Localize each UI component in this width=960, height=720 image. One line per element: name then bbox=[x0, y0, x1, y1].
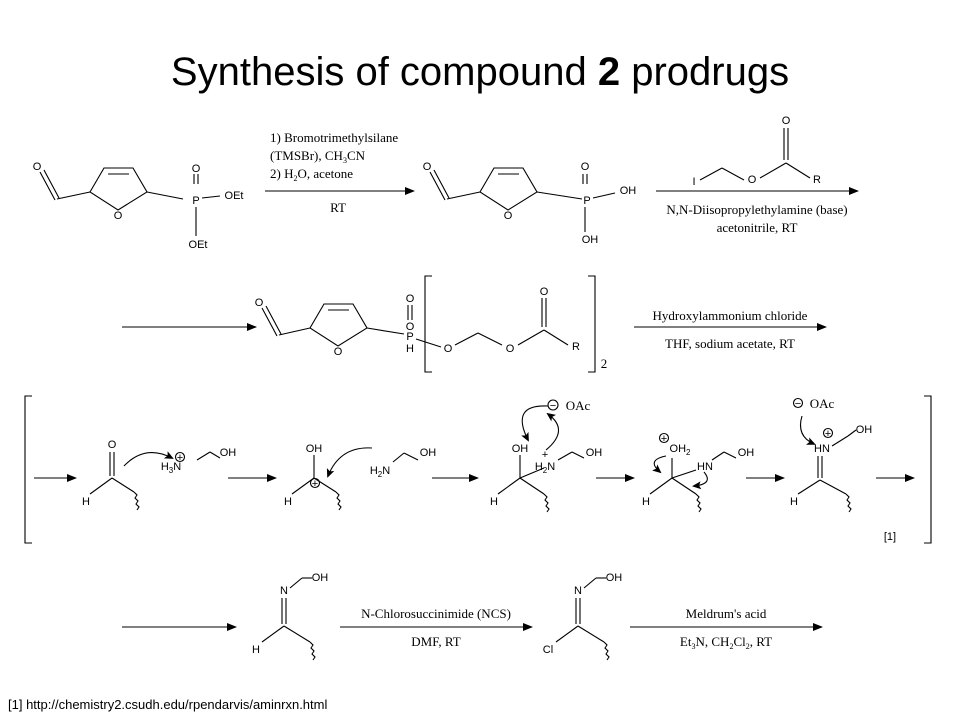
molecule-hydroximoyl-chloride bbox=[555, 577, 610, 661]
atom-label: R bbox=[813, 174, 821, 186]
atom-charge: − bbox=[550, 400, 556, 412]
title-suffix: prodrugs bbox=[620, 50, 790, 94]
reference-tag: [1] bbox=[884, 531, 896, 543]
atom-charge: + bbox=[661, 433, 667, 445]
atom-label: H bbox=[82, 496, 90, 508]
atom-label: O bbox=[581, 161, 590, 173]
atom-label: P bbox=[406, 331, 413, 343]
molecule-diethyl-furylphosphonate bbox=[39, 167, 221, 236]
atom-label: H bbox=[642, 496, 650, 508]
atom-label: O bbox=[748, 174, 757, 186]
atom-label: HN bbox=[697, 461, 713, 473]
atom-label: OH bbox=[220, 447, 237, 459]
atom-charge: − bbox=[795, 398, 801, 410]
molecule-oxime bbox=[261, 577, 316, 661]
footnote-citation: [1] http://chemistry2.csudh.edu/rpendarv… bbox=[8, 697, 328, 712]
atom-label: OEt bbox=[225, 190, 244, 202]
atom-label: H bbox=[284, 496, 292, 508]
title-prefix: Synthesis of compound bbox=[170, 50, 598, 94]
atom-label: O bbox=[406, 293, 415, 305]
molecule-bis-ester-prodrug bbox=[261, 275, 596, 373]
species-carbinolamine bbox=[497, 399, 585, 513]
atom-label: HN bbox=[814, 443, 830, 455]
atom-label: H bbox=[790, 496, 798, 508]
atom-label: P bbox=[192, 195, 199, 207]
atom-label: O bbox=[423, 161, 432, 173]
step2-solvent: acetonitrile, RT bbox=[717, 220, 798, 235]
atom-label: OH bbox=[512, 443, 529, 455]
atom-charge: + bbox=[542, 449, 548, 461]
atom-label: O bbox=[114, 210, 123, 222]
atom-charge: + bbox=[177, 452, 183, 464]
atom-label: OH2 bbox=[670, 443, 692, 457]
bracket-subscript: 2 bbox=[601, 356, 608, 371]
atom-label: O bbox=[506, 343, 515, 355]
atom-label: OEt bbox=[189, 239, 208, 251]
atom-label: H bbox=[406, 343, 414, 355]
step1-reagent-line3: 2) H2O, acetone bbox=[270, 166, 353, 183]
species-aldehyde-hydroxylammonium bbox=[89, 451, 221, 511]
step1-reagent-line2: (TMSBr), CH3CN bbox=[270, 148, 366, 165]
atom-label: O bbox=[334, 346, 343, 358]
step1-reagent-line1: 1) Bromotrimethylsilane bbox=[270, 130, 398, 145]
step5-condition: Et3N, CH2Cl2, RT bbox=[680, 634, 772, 651]
species-iminium bbox=[792, 397, 857, 513]
atom-label: O bbox=[406, 321, 415, 333]
atom-label: R bbox=[572, 341, 580, 353]
atom-label: OH bbox=[606, 572, 623, 584]
atom-label: OH bbox=[738, 447, 755, 459]
atom-label: O bbox=[108, 439, 117, 451]
atom-label: OH bbox=[582, 234, 599, 246]
atom-label: I bbox=[692, 176, 695, 188]
atom-charge: + bbox=[825, 428, 831, 440]
atom-label: H2N bbox=[535, 461, 555, 475]
atom-label: O bbox=[540, 286, 549, 298]
atom-label: OH bbox=[620, 185, 637, 197]
atom-label: H bbox=[490, 496, 498, 508]
atom-label: O bbox=[192, 163, 201, 175]
atom-label: O bbox=[255, 297, 264, 309]
atom-label: O bbox=[782, 115, 791, 127]
molecule-furylphosphonic-acid bbox=[429, 167, 616, 232]
step1-condition: RT bbox=[330, 200, 346, 215]
atom-label: H2N bbox=[370, 465, 390, 479]
step2-base: N,N-Diisopropylethylamine (base) bbox=[666, 202, 847, 217]
species-oxocarbenium-hydroxylamine bbox=[291, 447, 419, 511]
atom-label: OH bbox=[312, 572, 329, 584]
acetate-label: OAc bbox=[566, 398, 591, 413]
atom-charge: + bbox=[312, 478, 318, 490]
atom-label: OH bbox=[420, 447, 437, 459]
species-protonated-carbinolamine bbox=[649, 432, 737, 513]
atom-label: OH bbox=[586, 447, 603, 459]
atom-label: N bbox=[574, 585, 582, 597]
molecule-iodomethyl-ester bbox=[699, 128, 811, 181]
step4-condition: DMF, RT bbox=[411, 634, 461, 649]
step3-reagent: Hydroxylammonium chloride bbox=[653, 308, 808, 323]
atom-label: P bbox=[583, 195, 590, 207]
atom-label: N bbox=[280, 585, 288, 597]
title-compound-number: 2 bbox=[597, 50, 621, 94]
atom-label: OH bbox=[306, 443, 323, 455]
mechanism-bracket-right bbox=[924, 395, 932, 544]
step4-reagent: N-Chlorosuccinimide (NCS) bbox=[361, 606, 511, 621]
atom-label: O bbox=[444, 343, 453, 355]
atom-label: Cl bbox=[543, 644, 553, 656]
atom-label: O bbox=[33, 161, 42, 173]
atom-label: H3N bbox=[161, 461, 181, 475]
atom-label: H bbox=[252, 644, 260, 656]
atom-label: O bbox=[504, 210, 513, 222]
slide-title: Synthesis of compound 2 prodrugs bbox=[0, 50, 960, 95]
atom-label: OH bbox=[856, 424, 873, 436]
step3-condition: THF, sodium acetate, RT bbox=[665, 336, 795, 351]
step5-reagent: Meldrum's acid bbox=[686, 606, 767, 621]
acetate-label: OAc bbox=[810, 396, 835, 411]
mechanism-bracket-left bbox=[24, 395, 32, 544]
